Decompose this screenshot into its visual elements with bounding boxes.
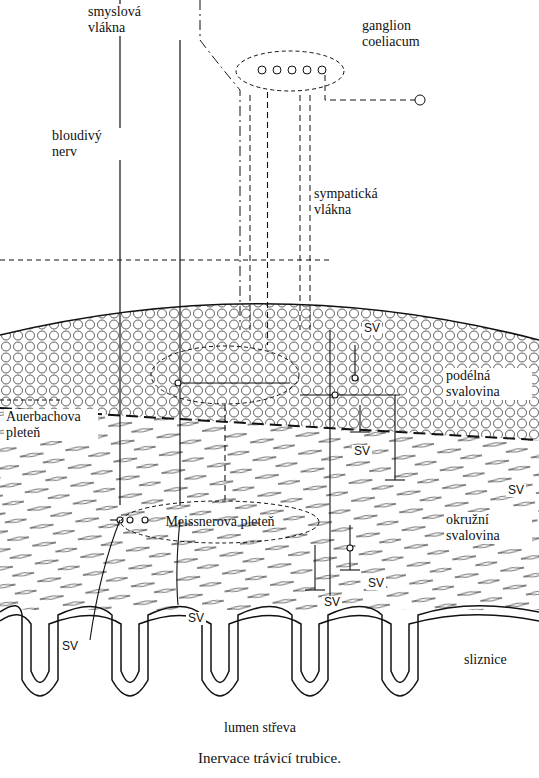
- sv-mark: SV: [60, 640, 80, 653]
- plexus-ellipse: ganglion coeliacum: [235, 50, 345, 92]
- nerve-fiber: [267, 92, 268, 345]
- lumen-label: lumen střeva: [222, 720, 346, 736]
- sv-mark: SV: [506, 484, 526, 497]
- plexus-label: Meissnerova pleteň: [163, 514, 276, 530]
- fiber-label: bloudivý nerv: [50, 128, 124, 160]
- nerve-fiber: [225, 405, 226, 500]
- sv-mark: SV: [186, 612, 206, 625]
- sv-mark: SV: [322, 596, 342, 609]
- plexus-label: Auerbachova pleteň: [4, 409, 98, 441]
- sv-mark: SV: [352, 445, 372, 458]
- plexus-ellipse: Auerbachova pleteň: [150, 345, 300, 405]
- layer-label: okružní svalovina: [444, 512, 532, 544]
- plexus-label: ganglion coeliacum: [360, 18, 446, 50]
- plexus-ellipse: Meissnerova pleteň: [120, 500, 320, 544]
- layer-label: sliznice: [462, 652, 536, 668]
- figure-caption: Inervace trávicí trubice.: [0, 750, 539, 766]
- sv-mark: SV: [366, 577, 386, 590]
- fiber-label: smyslová vlákna: [86, 4, 152, 36]
- layer-label: podélná svalovina: [444, 368, 532, 400]
- sv-mark: SV: [362, 322, 382, 335]
- fiber-label: sympatická vlákna: [312, 186, 396, 218]
